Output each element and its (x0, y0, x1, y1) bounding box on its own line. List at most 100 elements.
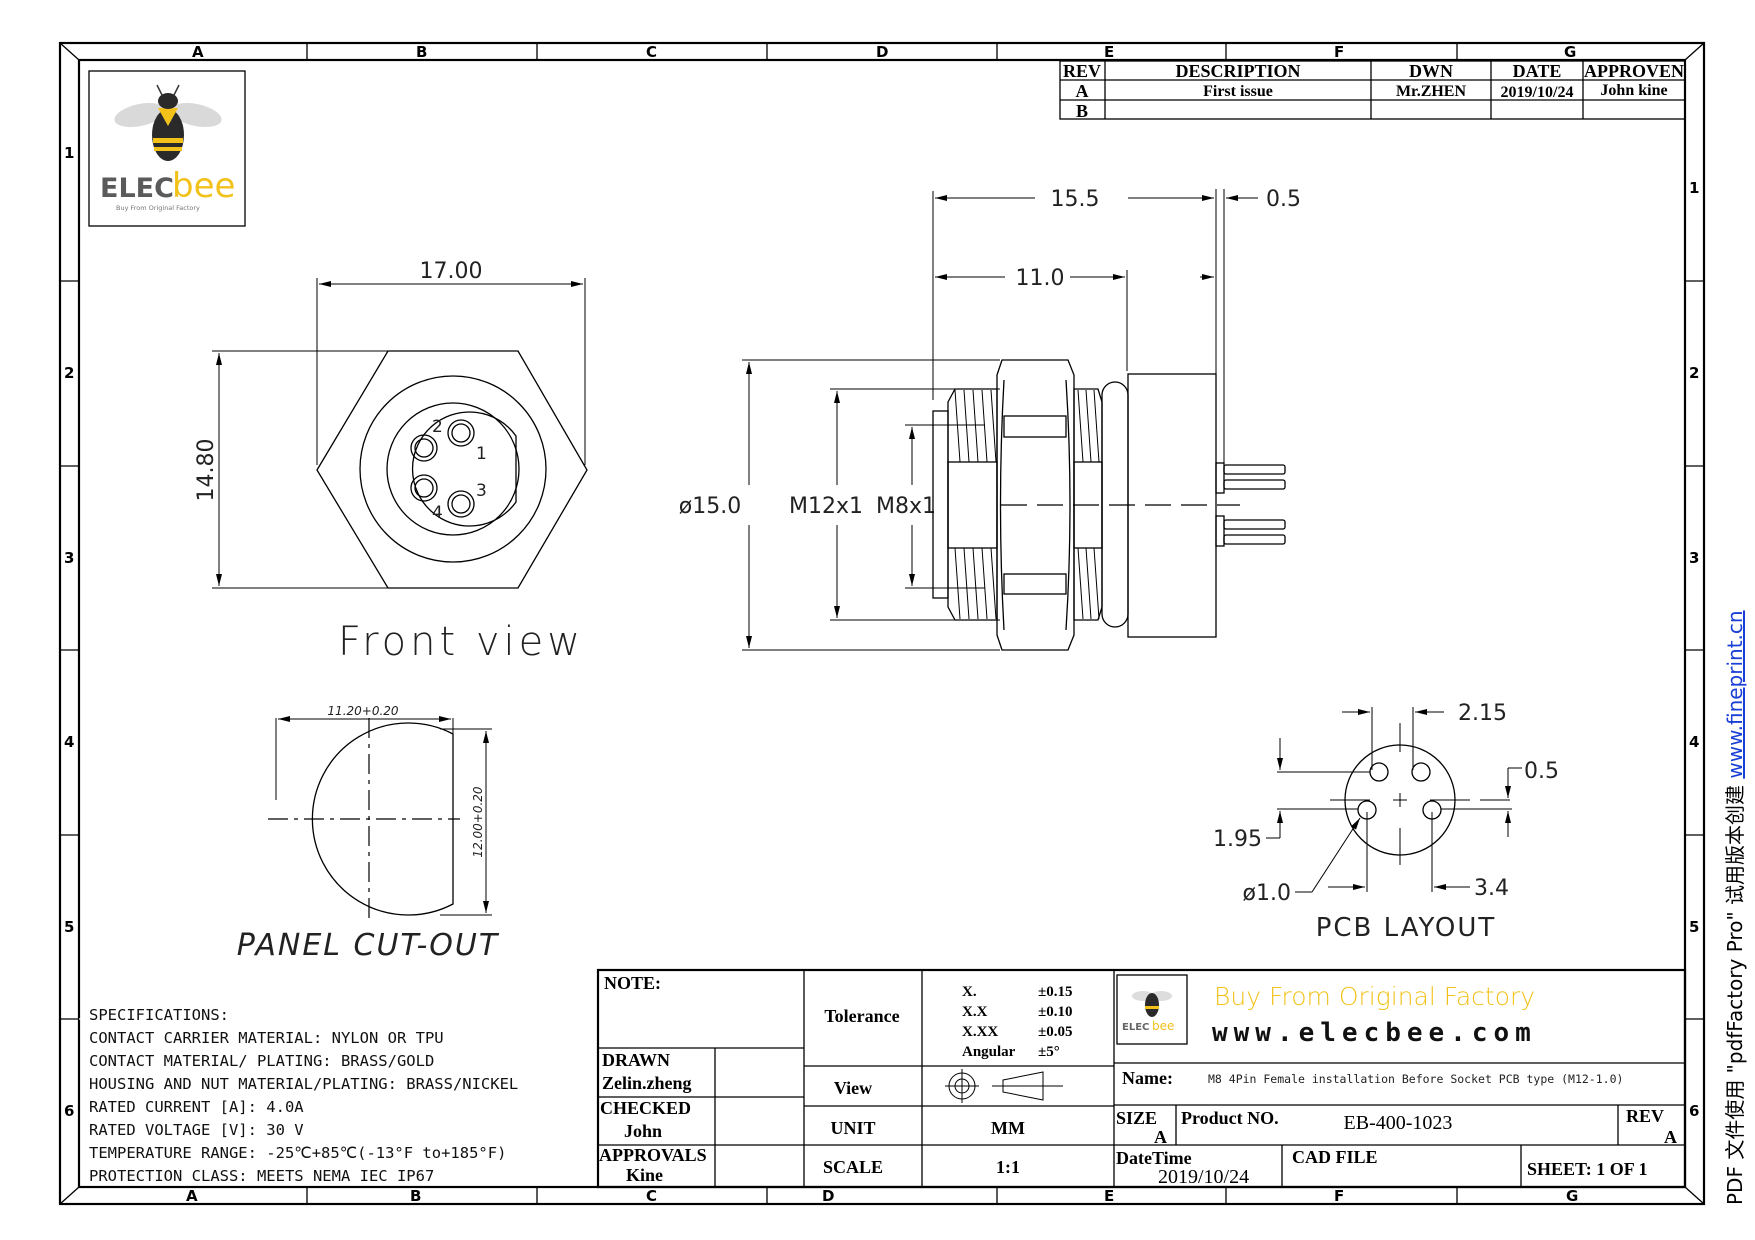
cutout-width-dim: 11.20+0.20 (327, 704, 398, 718)
pcb-pitch-y-dim: 1.95 (1213, 827, 1262, 852)
spec-line: TEMPERATURE RANGE: -25℃+85℃(-13°F to+185… (89, 1144, 506, 1162)
rev-value: A (1664, 1127, 1677, 1147)
drawing-line (981, 547, 988, 620)
spec-line: CONTACT MATERIAL/ PLATING: BRASS/GOLD (89, 1052, 434, 1070)
slogan: Buy From Original Factory (1214, 982, 1535, 1011)
col-label: B (416, 43, 427, 61)
pcb-pins (1215, 462, 1286, 547)
fineprint-link[interactable]: www.fineprint.cn (1723, 610, 1747, 778)
drawing-line (972, 547, 979, 620)
size-value: A (1154, 1127, 1167, 1147)
rev-cell: A (1076, 81, 1089, 101)
col-label: G (1566, 1187, 1578, 1205)
pcb-offset-dim: 0.5 (1524, 759, 1559, 784)
row-label: 6 (64, 1102, 74, 1120)
side-overall-dim: 15.5 (1051, 187, 1100, 212)
sheet-number: SHEET: 1 OF 1 (1527, 1159, 1648, 1179)
rev-cell: B (1076, 101, 1088, 121)
drawing-line (954, 547, 961, 620)
revision-table: REV DESCRIPTION DWN DATE APPROVEN A Firs… (1059, 60, 1686, 121)
datetime-label: DateTime (1116, 1148, 1192, 1168)
outer-diameter-dim: ø15.0 (679, 494, 741, 519)
approvals-label: APPROVALS (599, 1145, 707, 1165)
drawing-line (990, 389, 997, 463)
drawing-line (981, 389, 988, 463)
spec-heading: SPECIFICATIONS: (89, 1006, 229, 1024)
col-label: A (192, 43, 204, 61)
drawing-line (1085, 389, 1092, 463)
logo-brand-bee: bee (172, 166, 235, 206)
spec-line: HOUSING AND NUT MATERIAL/PLATING: BRASS/… (89, 1075, 518, 1093)
drawing-line (972, 389, 979, 463)
tolerance-value: ±0.10 (1038, 1004, 1072, 1020)
title-block-logo: ELEC bee (1116, 974, 1188, 1045)
unit-label: UNIT (830, 1118, 875, 1138)
row-label: 6 (1689, 1102, 1699, 1120)
rev-label: REV (1626, 1106, 1664, 1126)
approvals-value: Kine (626, 1165, 663, 1185)
title-logo-bee: bee (1152, 1019, 1174, 1033)
col-label: F (1334, 43, 1344, 61)
product-name-value: M8 4Pin Female installation Before Socke… (1208, 1072, 1623, 1086)
tolerance-key: Angular (962, 1044, 1016, 1060)
outer-thread-dim: M12x1 (789, 494, 863, 519)
col-label: A (186, 1187, 198, 1205)
side-pin-dim: 0.5 (1266, 187, 1301, 212)
tolerance-key: X.XX (962, 1024, 998, 1040)
col-label: C (646, 43, 657, 61)
front-height-dim: 14.80 (194, 439, 219, 502)
front-view: 1 2 3 4 17.00 14.80 Front view (194, 259, 588, 665)
drawing-line (954, 389, 961, 463)
front-view-title: Front view (338, 619, 584, 665)
col-label: B (410, 1187, 421, 1205)
approven-header: APPROVEN (1584, 61, 1684, 81)
row-label: 1 (1689, 179, 1699, 197)
logo-brand-elec: ELEC (100, 173, 174, 204)
tolerance-value: ±0.05 (1038, 1024, 1072, 1040)
size-label: SIZE (1116, 1108, 1157, 1128)
date-header: DATE (1513, 61, 1562, 81)
date-cell: 2019/10/24 (1501, 84, 1574, 101)
col-label: F (1334, 1187, 1344, 1205)
pin-label: 1 (476, 444, 487, 464)
row-label: 3 (64, 549, 74, 567)
row-label: 4 (1689, 733, 1699, 751)
spec-line: PROTECTION CLASS: MEETS NEMA IEC IP67 (89, 1167, 434, 1185)
description-header: DESCRIPTION (1175, 61, 1300, 81)
row-label: 5 (1689, 918, 1699, 936)
note-label: NOTE: (604, 973, 661, 993)
row-label: 2 (64, 364, 74, 382)
pcb-span-dim: 3.4 (1474, 876, 1509, 901)
watermark-text: PDF 文件使用 "pdfFactory Pro" 试用版本创建 (1723, 779, 1747, 1205)
scale-value: 1:1 (996, 1157, 1020, 1177)
row-label: 2 (1689, 364, 1699, 382)
dwn-header: DWN (1409, 61, 1453, 81)
product-no-label: Product NO. (1181, 1108, 1279, 1128)
elecbee-logo: ELEC bee Buy From Original Factory (88, 70, 246, 227)
inner-thread-dim: M8x1 (876, 494, 936, 519)
row-label: 1 (64, 144, 74, 162)
name-label: Name: (1122, 1068, 1173, 1088)
drawing-line (1093, 389, 1100, 463)
col-label: G (1564, 43, 1576, 61)
tolerance-key: X. (962, 984, 977, 1000)
row-label: 3 (1689, 549, 1699, 567)
side-body-dim: 11.0 (1016, 266, 1065, 291)
drawing-line (1077, 547, 1084, 620)
rev-header: REV (1063, 61, 1101, 81)
panel-cutout-view: 11.20+0.20 12.00+0.20 PANEL CUT-OUT (237, 704, 498, 963)
tolerance-key: X.X (962, 1004, 988, 1020)
col-label: E (1104, 43, 1114, 61)
title-logo-elec: ELEC (1122, 1022, 1149, 1033)
drawing-line (1077, 389, 1084, 463)
view-projection-symbol (945, 1069, 1063, 1103)
title-block: NOTE: DRAWN Zelin.zheng CHECKED John APP… (596, 968, 1687, 1189)
row-label: 5 (64, 918, 74, 936)
drawing-line (1085, 547, 1092, 620)
front-width-dim: 17.00 (420, 259, 483, 284)
drawn-value: Zelin.zheng (602, 1073, 692, 1093)
drawing-line (963, 389, 970, 463)
spec-line: CONTACT CARRIER MATERIAL: NYLON OR TPU (89, 1029, 444, 1047)
spec-line: RATED CURRENT [A]: 4.0A (89, 1098, 304, 1116)
